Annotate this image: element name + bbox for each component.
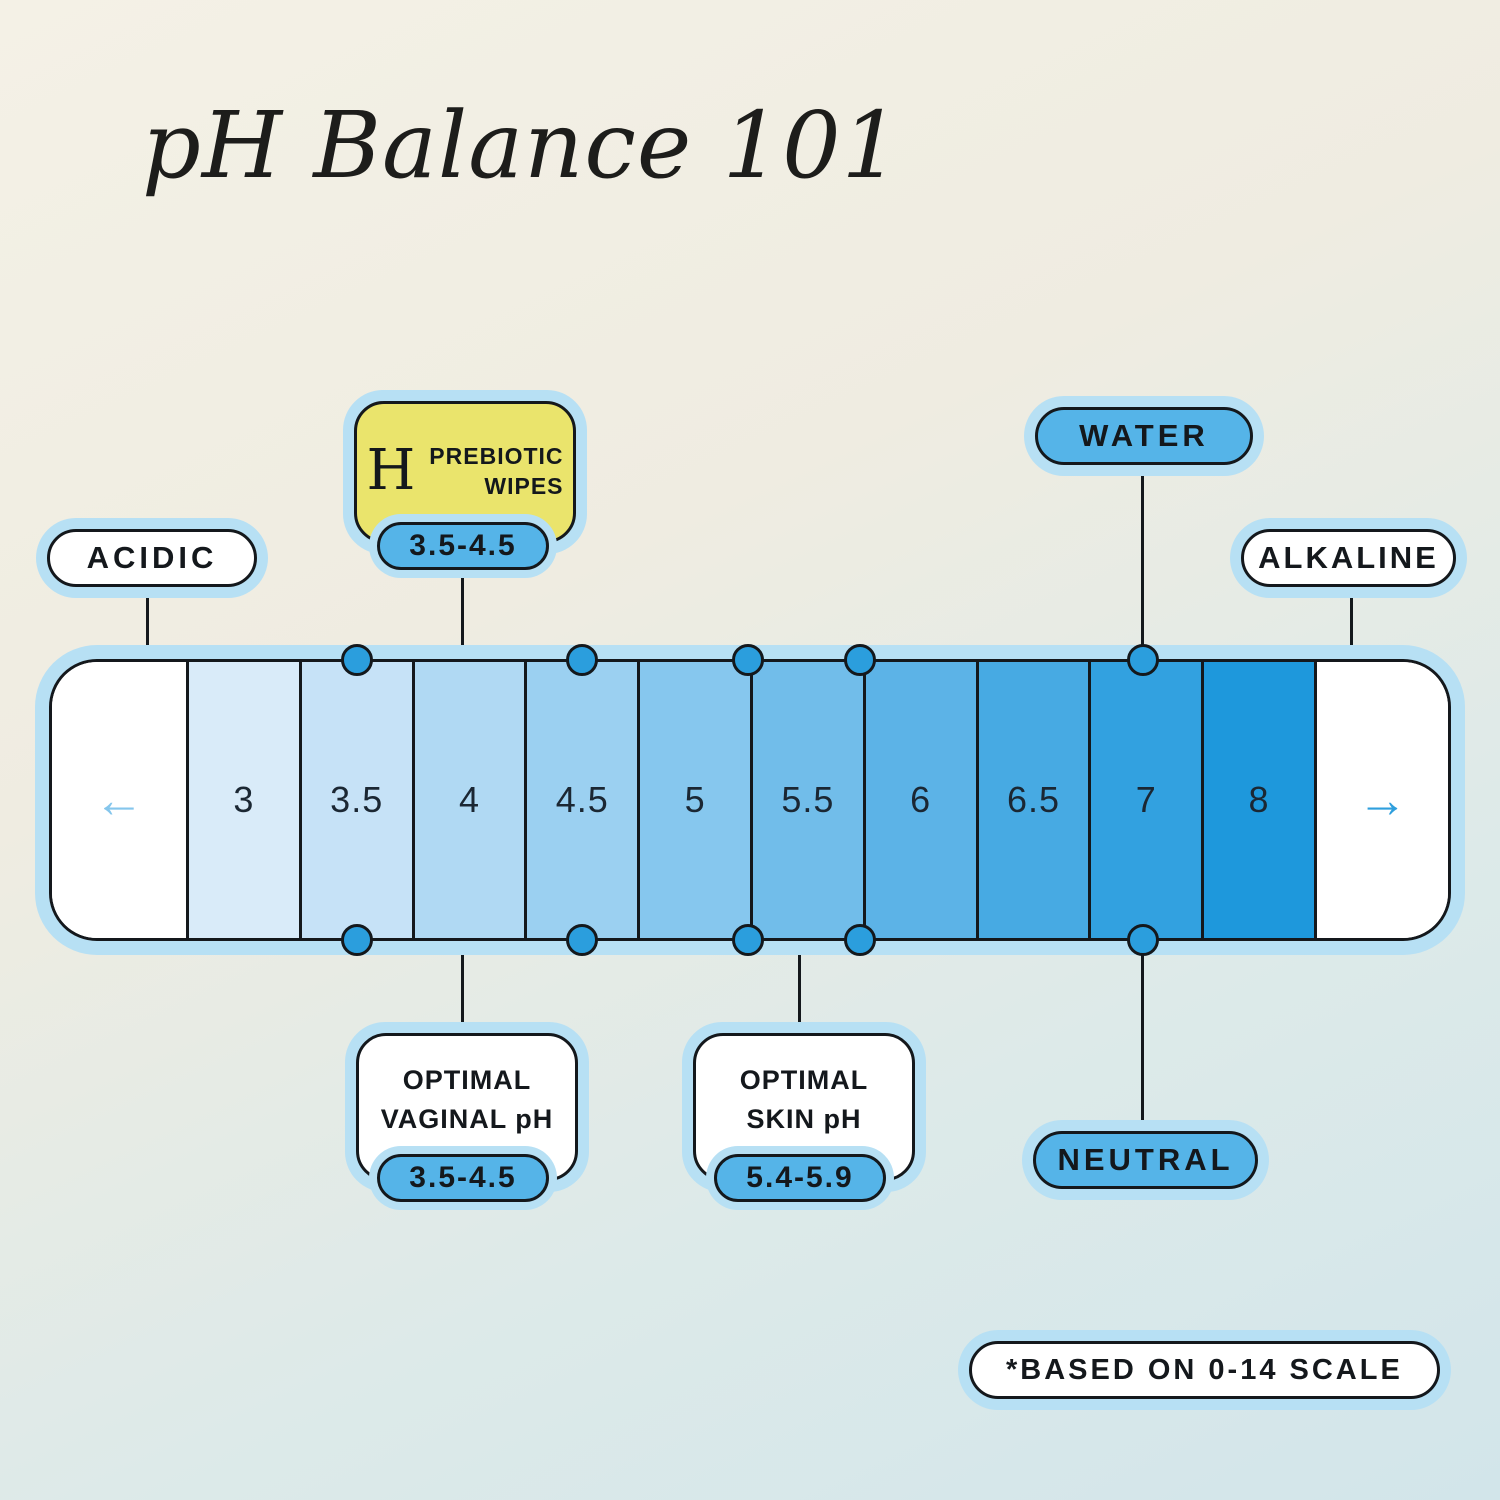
scale-endcap-right: → [1313, 662, 1448, 938]
neutral-pill: NEUTRAL [1033, 1131, 1258, 1189]
range-dot [732, 924, 764, 956]
wipes-range: 3.5-4.5 [369, 514, 557, 578]
ph-scale-bar: ← 3 3.5 4 4.5 5 5.5 6 6.5 7 8 → [49, 659, 1451, 941]
range-dot [844, 924, 876, 956]
scale-segment-7: 7 [1088, 662, 1202, 938]
segment-label: 3 [233, 779, 255, 820]
range-dot [1127, 924, 1159, 956]
vaginal-range: 3.5-4.5 [369, 1146, 557, 1210]
scale-segment-4: 4 [411, 662, 525, 938]
brand-h-logo: H [366, 437, 416, 503]
acidic-label: ACIDIC [36, 518, 268, 598]
segment-label: 8 [1248, 779, 1270, 820]
segment-label: 7 [1135, 779, 1157, 820]
segment-label: 6 [910, 779, 932, 820]
wipes-name-line2: WIPES [484, 473, 564, 499]
scale-segment-6-5: 6.5 [975, 662, 1089, 938]
range-dot [341, 924, 373, 956]
scale-segment-3-5: 3.5 [298, 662, 412, 938]
footnote-text: *BASED ON 0-14 SCALE [1006, 1353, 1403, 1386]
connector-water [1141, 452, 1144, 667]
scale-segment-5: 5 [637, 662, 750, 938]
segment-label: 5 [684, 779, 706, 820]
segment-label: 3.5 [330, 779, 384, 820]
segment-label: 4.5 [555, 779, 609, 820]
connector-alkaline [1350, 590, 1353, 666]
range-dot [341, 644, 373, 676]
wipes-name: PREBIOTIC WIPES [429, 442, 563, 502]
range-dot [566, 924, 598, 956]
ph-bar-halo: ← 3 3.5 4 4.5 5 5.5 6 6.5 7 8 → [35, 645, 1465, 955]
connector-vaginal [461, 935, 464, 1035]
water-pill: WATER [1035, 407, 1253, 465]
alkaline-pill: ALKALINE [1241, 529, 1456, 587]
skin-line2: SKIN pH [746, 1104, 862, 1134]
neutral-text: NEUTRAL [1057, 1142, 1234, 1177]
connector-neutral [1141, 935, 1144, 1135]
range-dot [844, 644, 876, 676]
acidic-pill: ACIDIC [47, 529, 257, 587]
wipes-range-text: 3.5-4.5 [409, 529, 517, 562]
range-dot [566, 644, 598, 676]
alkaline-label: ALKALINE [1230, 518, 1467, 598]
scale-endcap-left: ← [52, 662, 186, 938]
scale-segment-5-5: 5.5 [749, 662, 863, 938]
skin-range: 5.4-5.9 [706, 1146, 894, 1210]
scale-segment-3: 3 [186, 662, 299, 938]
arrow-left-icon: ← [94, 772, 144, 828]
water-label: WATER [1024, 396, 1264, 476]
scale-segment-4-5: 4.5 [524, 662, 638, 938]
connector-acidic [146, 596, 149, 666]
scale-segment-6: 6 [862, 662, 976, 938]
wipes-range-pill: 3.5-4.5 [377, 522, 549, 570]
vaginal-range-pill: 3.5-4.5 [377, 1154, 549, 1202]
water-text: WATER [1079, 418, 1209, 453]
skin-range-text: 5.4-5.9 [746, 1161, 854, 1194]
alkaline-text: ALKALINE [1258, 540, 1439, 575]
skin-line1: OPTIMAL [739, 1064, 869, 1095]
arrow-right-icon: → [1357, 772, 1408, 828]
range-dot [1127, 644, 1159, 676]
vaginal-line2: VAGINAL pH [380, 1104, 554, 1134]
wipes-name-line1: PREBIOTIC [429, 443, 564, 470]
acidic-text: ACIDIC [86, 540, 218, 575]
segment-label: 6.5 [1006, 779, 1060, 820]
vaginal-line1: OPTIMAL [402, 1064, 532, 1095]
footnote-label: *BASED ON 0-14 SCALE [958, 1330, 1451, 1410]
segment-label: 5.5 [781, 779, 835, 820]
connector-wipes [461, 552, 464, 667]
neutral-label: NEUTRAL [1022, 1120, 1269, 1200]
skin-range-pill: 5.4-5.9 [714, 1154, 886, 1202]
range-dot [732, 644, 764, 676]
footnote-pill: *BASED ON 0-14 SCALE [969, 1341, 1440, 1399]
vaginal-range-text: 3.5-4.5 [409, 1161, 517, 1194]
connector-skin [798, 935, 801, 1035]
scale-segment-8: 8 [1201, 662, 1314, 938]
segment-label: 4 [458, 779, 480, 820]
page-title: pH Balance 101 [142, 92, 902, 199]
